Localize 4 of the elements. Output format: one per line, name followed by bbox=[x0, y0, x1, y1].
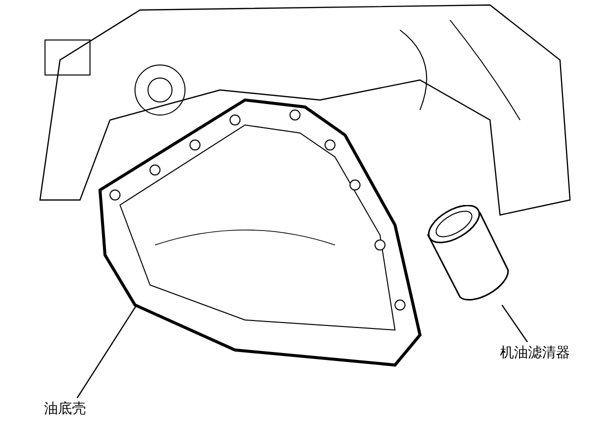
leader-line bbox=[76, 306, 136, 398]
leader-line bbox=[501, 304, 528, 342]
part-label: 油底壳 bbox=[44, 402, 86, 416]
part-label: 机油滤清器 bbox=[500, 346, 570, 360]
